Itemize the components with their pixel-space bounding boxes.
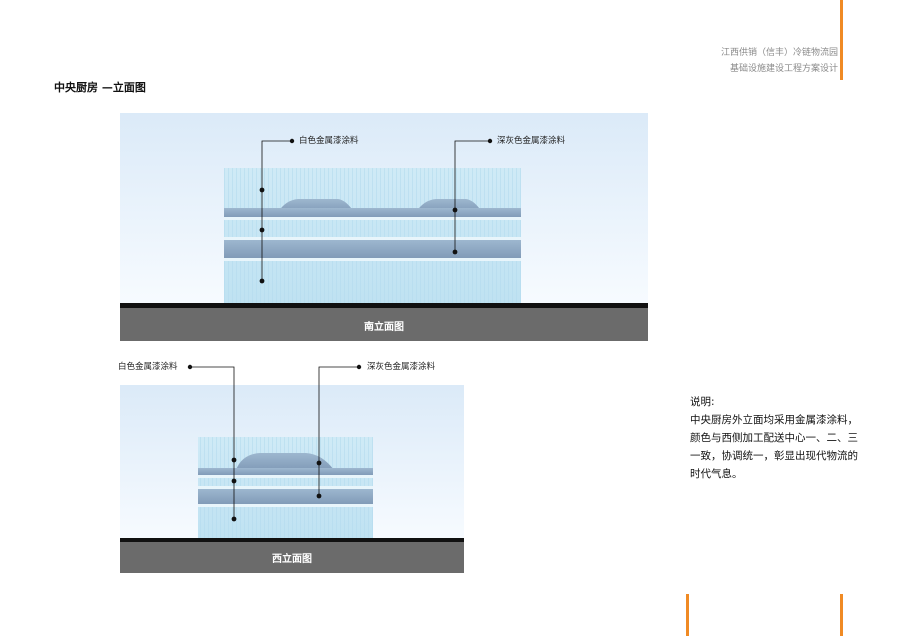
accent-bar-bottom-right [840,594,843,636]
south-callout-darkgray-paint: 深灰色金属漆涂料 [497,136,566,146]
south-band-lower [224,240,521,258]
west-roof-bump [236,453,334,470]
west-elevation-label: 西立面图 [272,554,312,565]
page-title: 中央厨房 —立面图 [54,81,146,94]
west-callout-white-paint: 白色金属漆涂料 [118,362,178,372]
accent-bar-top-right [840,0,843,80]
west-ground-line [120,538,464,542]
south-ground-strip [120,308,648,341]
west-callout-darkgray-paint: 深灰色金属漆涂料 [367,362,436,372]
description-block: 说明: 中央厨房外立面均采用金属漆涂料，颜色与西侧加工配送中心一、二、三一致，协… [690,393,860,483]
description-body: 中央厨房外立面均采用金属漆涂料，颜色与西侧加工配送中心一、二、三一致，协调统一，… [690,414,858,480]
south-elevation-label: 南立面图 [364,322,404,333]
west-band-lower [198,489,373,504]
west-band-upper [198,468,373,475]
south-ground-line [120,303,648,308]
west-ground-strip [120,542,464,573]
west-elevation [120,364,464,573]
project-title: 江西供销（信丰）冷链物流园 [720,48,838,58]
south-elevation [120,113,648,341]
project-subtitle: 基础设施建设工程方案设计 [729,64,838,74]
accent-bar-bottom-left [686,594,689,636]
south-callout-white-paint: 白色金属漆涂料 [299,136,359,146]
south-band-upper [224,208,521,217]
description-heading: 说明: [690,396,715,408]
